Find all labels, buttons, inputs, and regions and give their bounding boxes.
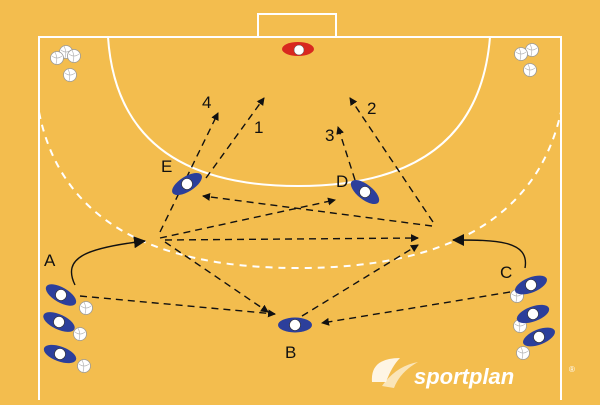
pass-arrow [205, 97, 265, 179]
pass-number-2: 2 [367, 99, 376, 118]
ball-group [50, 43, 539, 373]
player-marker-icon [522, 327, 556, 347]
pass-arrow [202, 192, 433, 227]
court-boundary [38, 36, 562, 405]
six-meter-line [107, 36, 491, 188]
player-marker-icon [278, 317, 312, 333]
ball-icon [50, 51, 64, 65]
registered-mark: ® [569, 365, 575, 374]
movement-arrow-c [452, 234, 527, 269]
pass-arrows [79, 97, 511, 326]
player-marker-icon [514, 275, 548, 295]
pass-arrow [159, 112, 219, 233]
court-lines [38, 13, 562, 405]
ball-icon [77, 359, 91, 373]
player-label-a: A [44, 251, 56, 270]
player-label-e: E [161, 157, 172, 176]
ball-icon [79, 301, 93, 315]
player-marker-icon [43, 312, 75, 332]
pass-arrow [159, 197, 336, 239]
player-group [43, 172, 556, 364]
movement-arrow-a [70, 236, 146, 286]
pass-arrow [349, 97, 434, 223]
player-marker-icon [172, 172, 202, 196]
nine-meter-line [38, 111, 562, 270]
ball-icon [73, 327, 87, 341]
sportplan-logo-icon [371, 358, 418, 388]
ball-icon [523, 63, 537, 77]
player-labels: A B C D E [44, 157, 512, 362]
player-marker-icon [516, 304, 550, 324]
goal [257, 13, 337, 38]
player-label-b: B [285, 343, 296, 362]
pass-number-1: 1 [254, 118, 263, 137]
ball-icon [514, 47, 528, 61]
pass-arrow [164, 241, 269, 313]
pass-arrow [164, 234, 419, 243]
goalkeeper-marker [282, 42, 314, 56]
player-label-c: C [500, 263, 512, 282]
pass-number-3: 3 [325, 126, 334, 145]
pass-number-4: 4 [202, 93, 211, 112]
ball-icon [63, 68, 77, 82]
sportplan-wordmark: sportplan [414, 364, 514, 389]
player-marker-icon [45, 284, 77, 306]
pass-number-labels: 1 2 3 4 [202, 93, 376, 145]
sportplan-logo: sportplan ® [371, 358, 575, 389]
pass-arrow [336, 126, 356, 181]
ball-icon [516, 346, 530, 360]
pass-arrow [321, 291, 511, 326]
movement-arrows [70, 234, 527, 286]
ball-icon [67, 49, 81, 63]
player-label-d: D [336, 172, 348, 191]
player-marker-icon [350, 179, 380, 205]
player-marker-icon [43, 344, 77, 364]
pass-arrow [79, 295, 276, 318]
pass-arrow [301, 244, 419, 317]
